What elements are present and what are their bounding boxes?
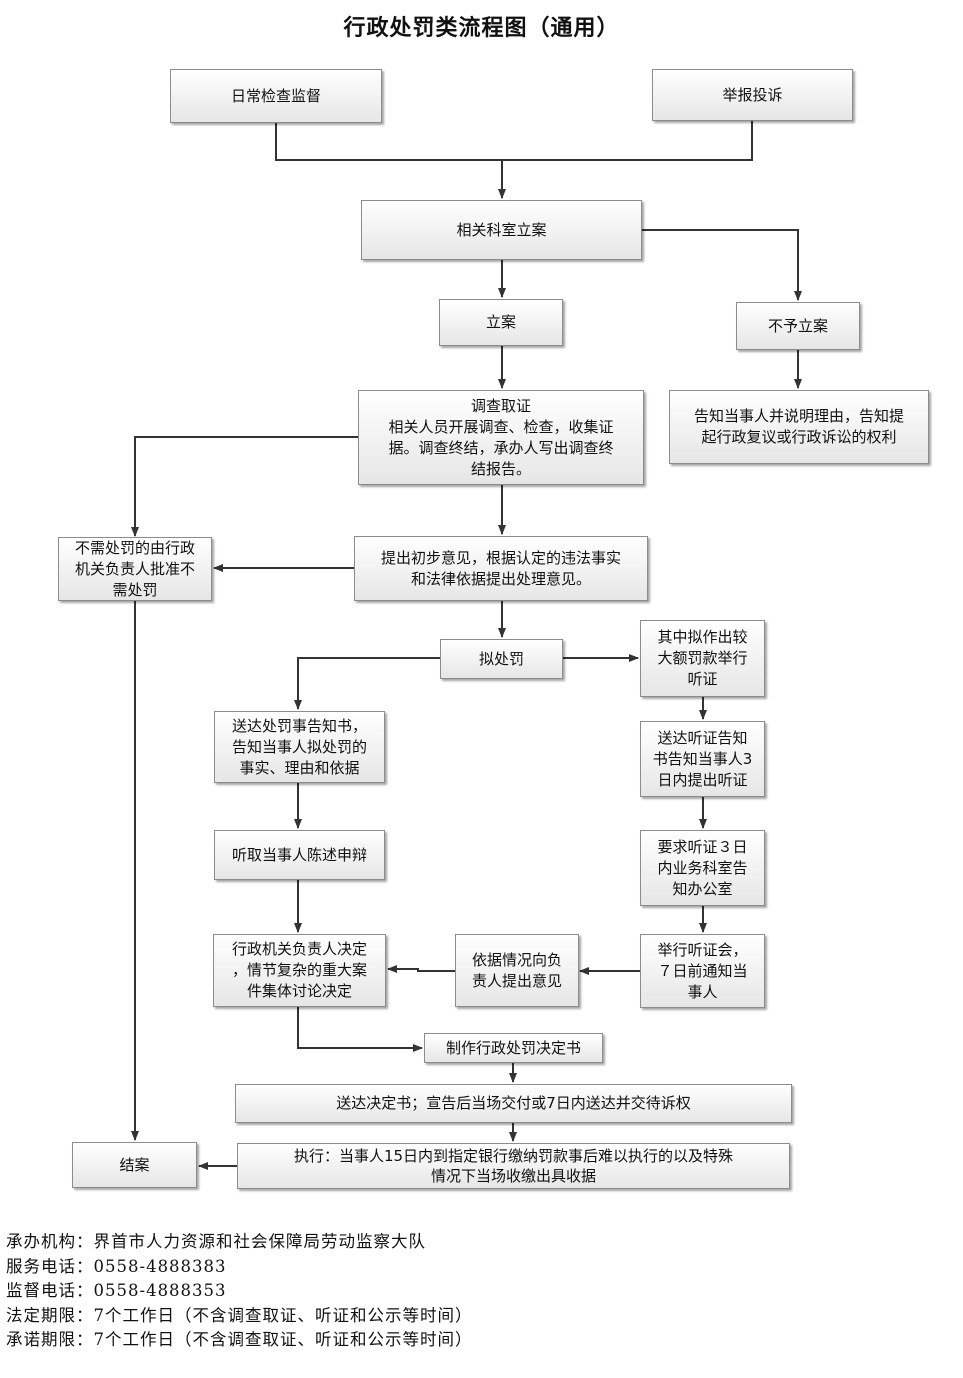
box-no-filing: 不予立案 <box>736 302 860 350</box>
box-deliver-decision: 送达决定书；宣告后当场交付或7日内送达并交待诉权 <box>235 1084 792 1123</box>
arrow-to-make-decision <box>297 1007 423 1052</box>
box-dept-filing: 相关科室立案 <box>361 200 642 260</box>
box-penalty-notice: 送达处罚事告知书， 告知当事人拟处罚的 事实、理由和依据 <box>214 711 385 783</box>
box-close-case: 结案 <box>72 1142 197 1188</box>
box-large-fine-hearing: 其中拟作出较 大额罚款举行 听证 <box>640 620 765 697</box>
box-investigate: 调查取证 相关人员开展调查、检查，收集证 据。调查终结，承办人写出调查终 结报告… <box>358 390 644 485</box>
footer-legal-limit: 法定期限：7个工作日（不含调查取证、听证和公示等时间） <box>6 1305 473 1325</box>
box-opinion-to-leader: 依据情况向负 责人提出意见 <box>455 934 579 1007</box>
box-make-decision: 制作行政处罚决定书 <box>424 1033 603 1063</box>
line-report-merge <box>502 121 753 161</box>
footer-supervision-phone: 监督电话：0558-4888353 <box>6 1281 227 1300</box>
line-inspection-merge <box>275 123 502 161</box>
box-hearing-request: 要求听证３日 内业务科室告 知办公室 <box>640 830 765 906</box>
box-daily-inspection: 日常检查监督 <box>170 69 382 123</box>
box-preliminary-opinion: 提出初步意见，根据认定的违法事实 和法律依据提出处理意见。 <box>354 536 648 601</box>
box-no-penalty: 不需处罚的由行政 机关负责人批准不 需处罚 <box>58 537 212 601</box>
arrow-to-no-filing <box>642 229 802 301</box>
arrow-to-no-penalty <box>131 436 358 537</box>
box-decision: 行政机关负责人决定 ，情节复杂的重大案 件集体讨论决定 <box>213 934 386 1007</box>
box-hold-hearing: 举行听证会， ７日前通知当 事人 <box>640 934 765 1008</box>
arrow-opinion-to-decision <box>387 965 455 973</box>
box-notify-reason: 告知当事人并说明理由，告知提 起行政复议或行政诉讼的权利 <box>669 390 929 464</box>
box-hearing-notice: 送达听证告知 书告知当事人3 日内提出听证 <box>640 721 765 797</box>
box-hear-statement: 听取当事人陈述申辩 <box>214 830 385 880</box>
diagram-title: 行政处罚类流程图（通用） <box>343 16 620 41</box>
footer-promised-limit: 承诺期限：7个工作日（不含调查取证、听证和公示等时间） <box>6 1330 473 1349</box>
arrow-to-penalty-notice <box>294 657 440 710</box>
box-report-complaint: 举报投诉 <box>652 69 853 121</box>
box-file-case: 立案 <box>439 299 563 346</box>
footer-info: 承办机构：界首市人力资源和社会保障局劳动监察大队 服务电话：0558-48883… <box>6 1230 473 1353</box>
footer-org: 承办机构：界首市人力资源和社会保障局劳动监察大队 <box>6 1232 426 1251</box>
box-execute: 执行：当事人15日内到指定银行缴纳罚款事后难以执行的以及特殊 情况下当场收缴出具… <box>237 1143 790 1189</box>
footer-service-phone: 服务电话：0558-4888383 <box>6 1256 227 1276</box>
box-proposed-penalty: 拟处罚 <box>440 639 563 679</box>
